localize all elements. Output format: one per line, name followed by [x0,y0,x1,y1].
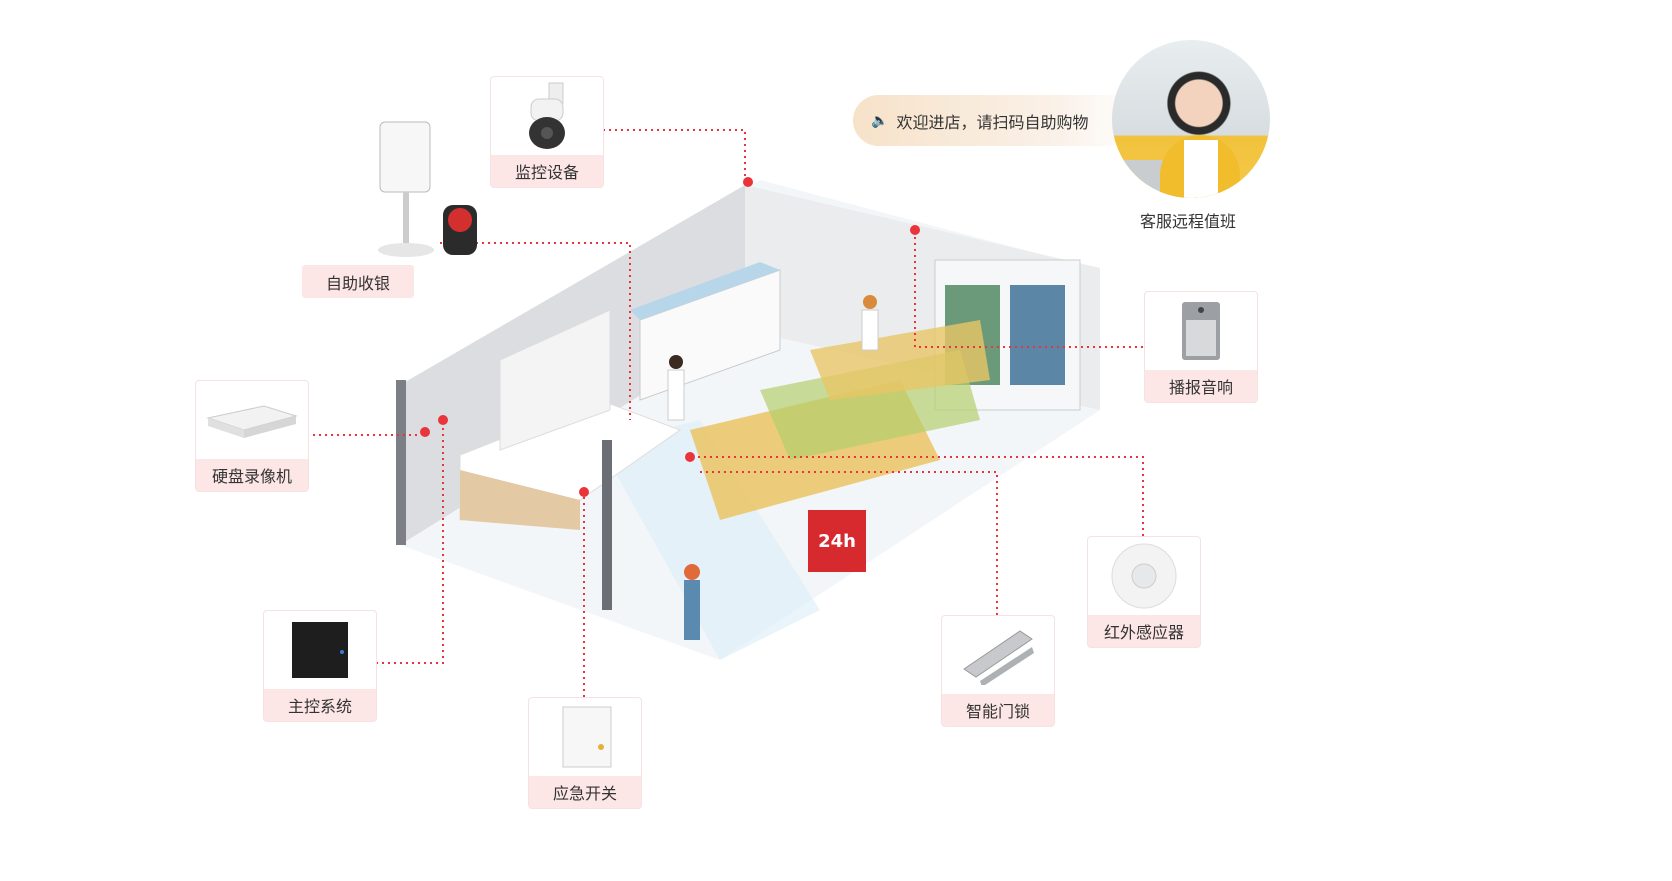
infrared-sensor-icon [1088,537,1200,615]
customer [684,580,700,640]
device-label: 播报音响 [1145,370,1257,402]
switch-icon [529,698,641,776]
clerk [667,369,685,421]
service-agent-avatar [1112,40,1270,198]
control-box-icon [264,611,376,689]
freezer-glass [630,262,780,320]
device-card-emergency[interactable]: 应急开关 [528,697,642,809]
speaker-device-icon [1145,292,1257,370]
staff [863,295,877,309]
welcome-bubble: 🔈 欢迎进店，请扫码自助购物 [853,95,1143,146]
entrance-light [600,420,820,660]
kiosk-base [378,243,434,257]
device-label: 应急开关 [529,776,641,808]
device-label-checkout[interactable]: 自助收银 [302,265,414,298]
nvr-icon [196,381,308,459]
device-card-camera[interactable]: 监控设备 [490,76,604,188]
fridge-drinks [1010,285,1065,385]
door-pillar [396,380,406,545]
connector-lines [307,129,1144,697]
scanner-lens [448,208,472,232]
service-label: 客服远程值班 [1140,212,1237,231]
device-markers [420,177,920,497]
device-card-speaker[interactable]: 播报音响 [1144,291,1258,403]
24h-sign-text: 24h [818,531,856,552]
device-card-controller[interactable]: 主控系统 [263,610,377,722]
speaker-icon: 🔈 [871,112,889,129]
welcome-text: 欢迎进店，请扫码自助购物 [896,112,1089,132]
device-card-infrared[interactable]: 红外感应器 [1087,536,1201,648]
customer [684,564,700,580]
device-card-lock[interactable]: 智能门锁 [941,615,1055,727]
kiosk-stand [403,192,409,247]
device-label: 硬盘录像机 [196,459,308,491]
door-pillar [602,440,612,610]
device-label: 智能门锁 [942,694,1054,726]
device-card-nvr[interactable]: 硬盘录像机 [195,380,309,492]
device-label: 红外感应器 [1088,615,1200,647]
wall-shelf [499,309,611,451]
counter-wood [460,470,580,530]
camera-icon [491,77,603,155]
staff [861,309,879,351]
kiosk-screen [379,121,431,193]
24h-sign [808,510,866,572]
clerk [669,355,683,369]
shelf-goods [810,320,990,400]
device-label: 监控设备 [491,155,603,187]
device-label: 主控系统 [264,689,376,721]
magnetic-lock-icon [942,616,1054,694]
